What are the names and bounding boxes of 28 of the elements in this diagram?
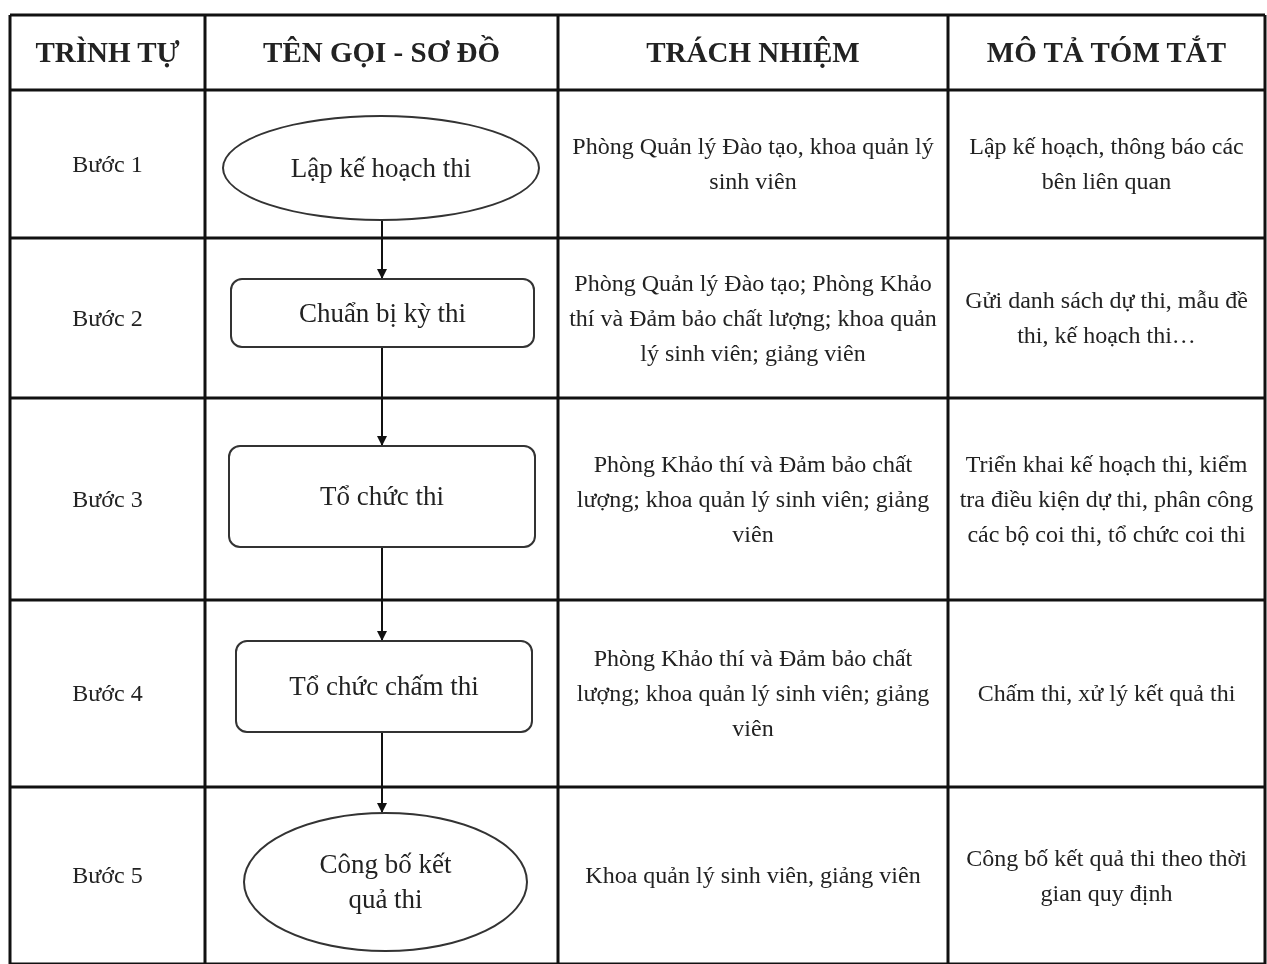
terminal-ellipse: Lập kế hoạch thi <box>222 115 540 221</box>
arrow <box>377 347 387 446</box>
responsibility-text: Phòng Quản lý Đào tạo, khoa quản lý sinh viên <box>571 132 935 196</box>
description-text: Triển khai kế hoạch thi, kiểm tra điều kiện dự thi, phân công các bộ coi thi, tổ chức coi thi <box>958 449 1255 549</box>
terminal-ellipse: Công bố kết quả thi <box>243 812 528 952</box>
responsibility-text: Phòng Khảo thí và Đảm bảo chất lượng; khoa quản lý sinh viên; giảng viên <box>575 644 931 743</box>
description-text: Gửi danh sách dự thi, mẫu đề thi, kế hoạch thi… <box>964 286 1249 350</box>
step-label: Bước 4 <box>72 679 143 708</box>
responsibility-text: Phòng Khảo thí và Đảm bảo chất lượng; khoa quản lý sinh viên; giảng viên <box>575 449 931 549</box>
step-label: Bước 5 <box>72 861 143 890</box>
arrow <box>377 220 387 279</box>
column-header: MÔ TẢ TÓM TẮT <box>986 36 1227 69</box>
column-header: TRÁCH NHIỆM <box>646 36 860 69</box>
arrow <box>377 547 387 641</box>
description-text: Chấm thi, xử lý kết quả thi <box>977 679 1236 708</box>
column-header: TÊN GỌI - SƠ ĐỒ <box>263 36 500 69</box>
step-label: Bước 2 <box>72 303 143 333</box>
responsibility-text: Phòng Quản lý Đào tạo; Phòng Khảo thí và Đảm bảo chất lượng; khoa quản lý sinh viên; giảng viên <box>568 268 938 368</box>
description-text: Công bố kết quả thi theo thời gian quy định <box>965 843 1248 908</box>
process-box: Tổ chức thi <box>228 445 536 548</box>
description-text: Lập kế hoạch, thông báo các bên liên quan <box>968 132 1245 196</box>
column-header: TRÌNH TỰ <box>35 36 180 69</box>
process-box: Tổ chức chấm thi <box>235 640 533 733</box>
step-label: Bước 3 <box>72 484 143 514</box>
process-box: Chuẩn bị kỳ thi <box>230 278 535 348</box>
responsibility-text: Khoa quản lý sinh viên, giảng viên <box>585 861 921 890</box>
arrow <box>377 732 387 813</box>
step-label: Bước 1 <box>72 149 143 179</box>
